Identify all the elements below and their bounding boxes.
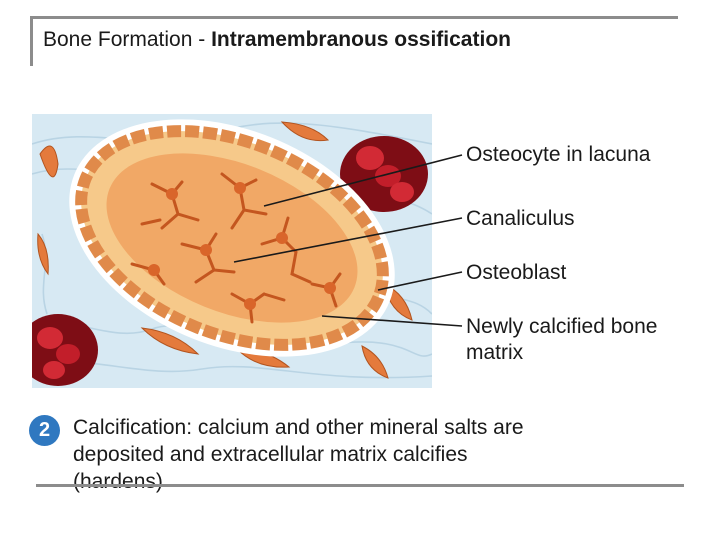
title-emphasis: Intramembranous ossification	[211, 28, 511, 51]
label-newly-calcified-bone-matrix: Newly calcified bone matrix	[466, 315, 658, 364]
label-osteoblast: Osteoblast	[466, 261, 567, 284]
label-osteocyte-in-lacuna: Osteocyte in lacuna	[466, 143, 651, 166]
label-canaliculus: Canaliculus	[466, 207, 575, 230]
title-frame-top	[30, 16, 678, 19]
step-caption: Calcification: calcium and other mineral…	[73, 416, 524, 493]
blood-vessel-lower-left	[32, 314, 98, 386]
step-number-badge: 2	[29, 415, 60, 446]
ossification-illustration	[32, 114, 432, 388]
title-prefix: Bone Formation -	[43, 28, 212, 51]
bottom-rule	[36, 484, 684, 487]
slide-title: Bone Formation - Intramembranous ossific…	[43, 28, 511, 52]
title-frame-left	[30, 16, 33, 66]
